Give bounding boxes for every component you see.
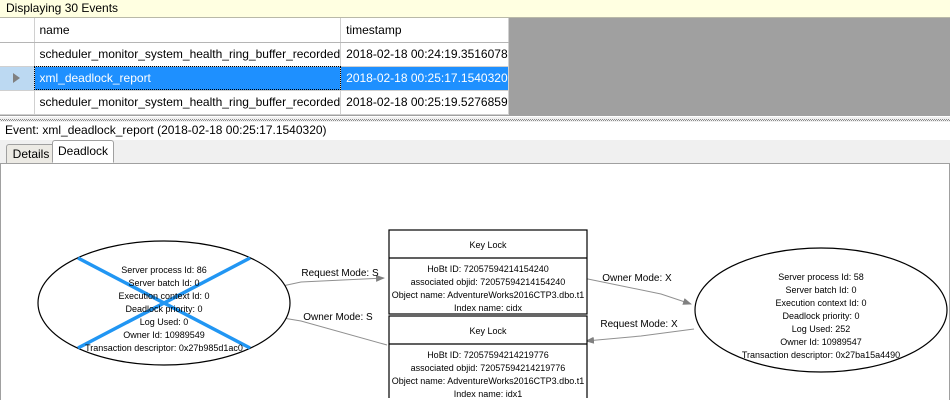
resource-top-title: Key Lock xyxy=(469,240,507,250)
deadlock-graph-canvas[interactable]: Request Mode: S Owner Mode: S Owner Mode… xyxy=(0,164,950,400)
table-row[interactable]: scheduler_monitor_system_health_ring_buf… xyxy=(0,42,509,67)
resource-bottom-line-0: HoBt ID: 72057594214219776 xyxy=(427,350,549,360)
current-row-arrow-icon xyxy=(13,73,20,83)
resource-bottom-line-1: associated objid: 72057594214219776 xyxy=(411,363,566,373)
events-count-banner: Displaying 30 Events xyxy=(0,0,950,18)
edge-label-request-mode-x: Request Mode: X xyxy=(600,319,678,330)
edge-request-mode-x: Request Mode: X xyxy=(585,319,695,344)
resource-bottom-title: Key Lock xyxy=(469,326,507,336)
cell-timestamp[interactable]: 2018-02-18 00:24:19.3516078 xyxy=(340,42,509,67)
process-right-line-5: Owner Id: 10989547 xyxy=(780,337,862,347)
process-right-line-3: Deadlock priority: 0 xyxy=(782,311,859,321)
resource-top-line-0: HoBt ID: 72057594214154240 xyxy=(427,264,549,274)
cell-timestamp[interactable]: 2018-02-18 00:25:19.5276859 xyxy=(340,90,509,115)
tab-deadlock[interactable]: Deadlock xyxy=(52,140,114,163)
process-right-line-1: Server batch Id: 0 xyxy=(785,285,856,295)
process-node-left[interactable]: Server process Id: 86 Server batch Id: 0… xyxy=(37,240,291,366)
resource-top-line-1: associated objid: 72057594214154240 xyxy=(411,277,566,287)
process-left-line-2: Execution context Id: 0 xyxy=(118,291,209,301)
row-selector-cell[interactable] xyxy=(0,90,35,115)
process-left-line-0: Server process Id: 86 xyxy=(121,265,207,275)
column-header-name[interactable]: name xyxy=(34,18,342,43)
edge-label-request-mode-s: Request Mode: S xyxy=(301,268,379,279)
edge-label-owner-mode-s: Owner Mode: S xyxy=(303,312,373,323)
process-right-line-2: Execution context Id: 0 xyxy=(775,298,866,308)
process-node-right[interactable]: Server process Id: 58 Server batch Id: 0… xyxy=(694,247,948,373)
edge-request-mode-s: Request Mode: S xyxy=(272,268,385,289)
table-row[interactable]: scheduler_monitor_system_health_ring_buf… xyxy=(0,90,509,115)
event-detail-title: Event: xml_deadlock_report (2018-02-18 0… xyxy=(0,122,950,140)
tab-details[interactable]: Details xyxy=(6,144,56,163)
resource-top-line-2: Object name: AdventureWorks2016CTP3.dbo.… xyxy=(392,290,584,300)
edge-owner-mode-s: Owner Mode: S xyxy=(276,312,388,346)
events-grid[interactable]: name timestamp scheduler_monitor_system_… xyxy=(0,18,950,116)
process-left-line-6: Transaction descriptor: 0x27b985d1ac0 xyxy=(85,343,243,353)
row-selector-cell[interactable] xyxy=(0,42,35,67)
cell-name[interactable]: scheduler_monitor_system_health_ring_buf… xyxy=(34,42,342,67)
process-left-line-5: Owner Id: 10989549 xyxy=(123,330,205,340)
process-right-line-4: Log Used: 252 xyxy=(792,324,851,334)
cell-name[interactable]: xml_deadlock_report xyxy=(34,66,342,91)
process-right-line-0: Server process Id: 58 xyxy=(778,272,864,282)
resource-node-top-key-lock[interactable]: Key Lock HoBt ID: 72057594214154240 asso… xyxy=(388,229,588,315)
column-header-timestamp[interactable]: timestamp xyxy=(340,18,509,43)
resource-node-bottom-key-lock[interactable]: Key Lock HoBt ID: 72057594214219776 asso… xyxy=(388,315,588,398)
resource-bottom-line-2: Object name: AdventureWorks2016CTP3.dbo.… xyxy=(392,376,584,386)
resource-top-line-3: Index name: cidx xyxy=(454,303,523,313)
pane-splitter[interactable] xyxy=(0,116,950,123)
process-left-line-1: Server batch Id: 0 xyxy=(128,278,199,288)
table-header-row: name timestamp xyxy=(0,18,509,43)
edge-label-owner-mode-x: Owner Mode: X xyxy=(602,273,672,284)
row-selector-cell[interactable] xyxy=(0,66,35,91)
process-left-line-3: Deadlock priority: 0 xyxy=(125,304,202,314)
table-row-selected[interactable]: xml_deadlock_report 2018-02-18 00:25:17.… xyxy=(0,66,509,91)
cell-name[interactable]: scheduler_monitor_system_health_ring_buf… xyxy=(34,90,342,115)
deadlock-victim-cross-icon xyxy=(77,256,251,350)
process-right-line-6: Transaction descriptor: 0x27ba15a4490 xyxy=(742,350,900,360)
resource-bottom-line-3: Index name: idx1 xyxy=(454,389,523,398)
process-left-line-4: Log Used: 0 xyxy=(140,317,189,327)
events-table: name timestamp scheduler_monitor_system_… xyxy=(0,18,509,115)
edge-owner-mode-x: Owner Mode: X xyxy=(582,273,692,305)
column-header-selector[interactable] xyxy=(0,18,35,43)
cell-timestamp[interactable]: 2018-02-18 00:25:17.1540320 xyxy=(340,66,509,91)
detail-tabstrip: Details Deadlock xyxy=(0,140,950,164)
